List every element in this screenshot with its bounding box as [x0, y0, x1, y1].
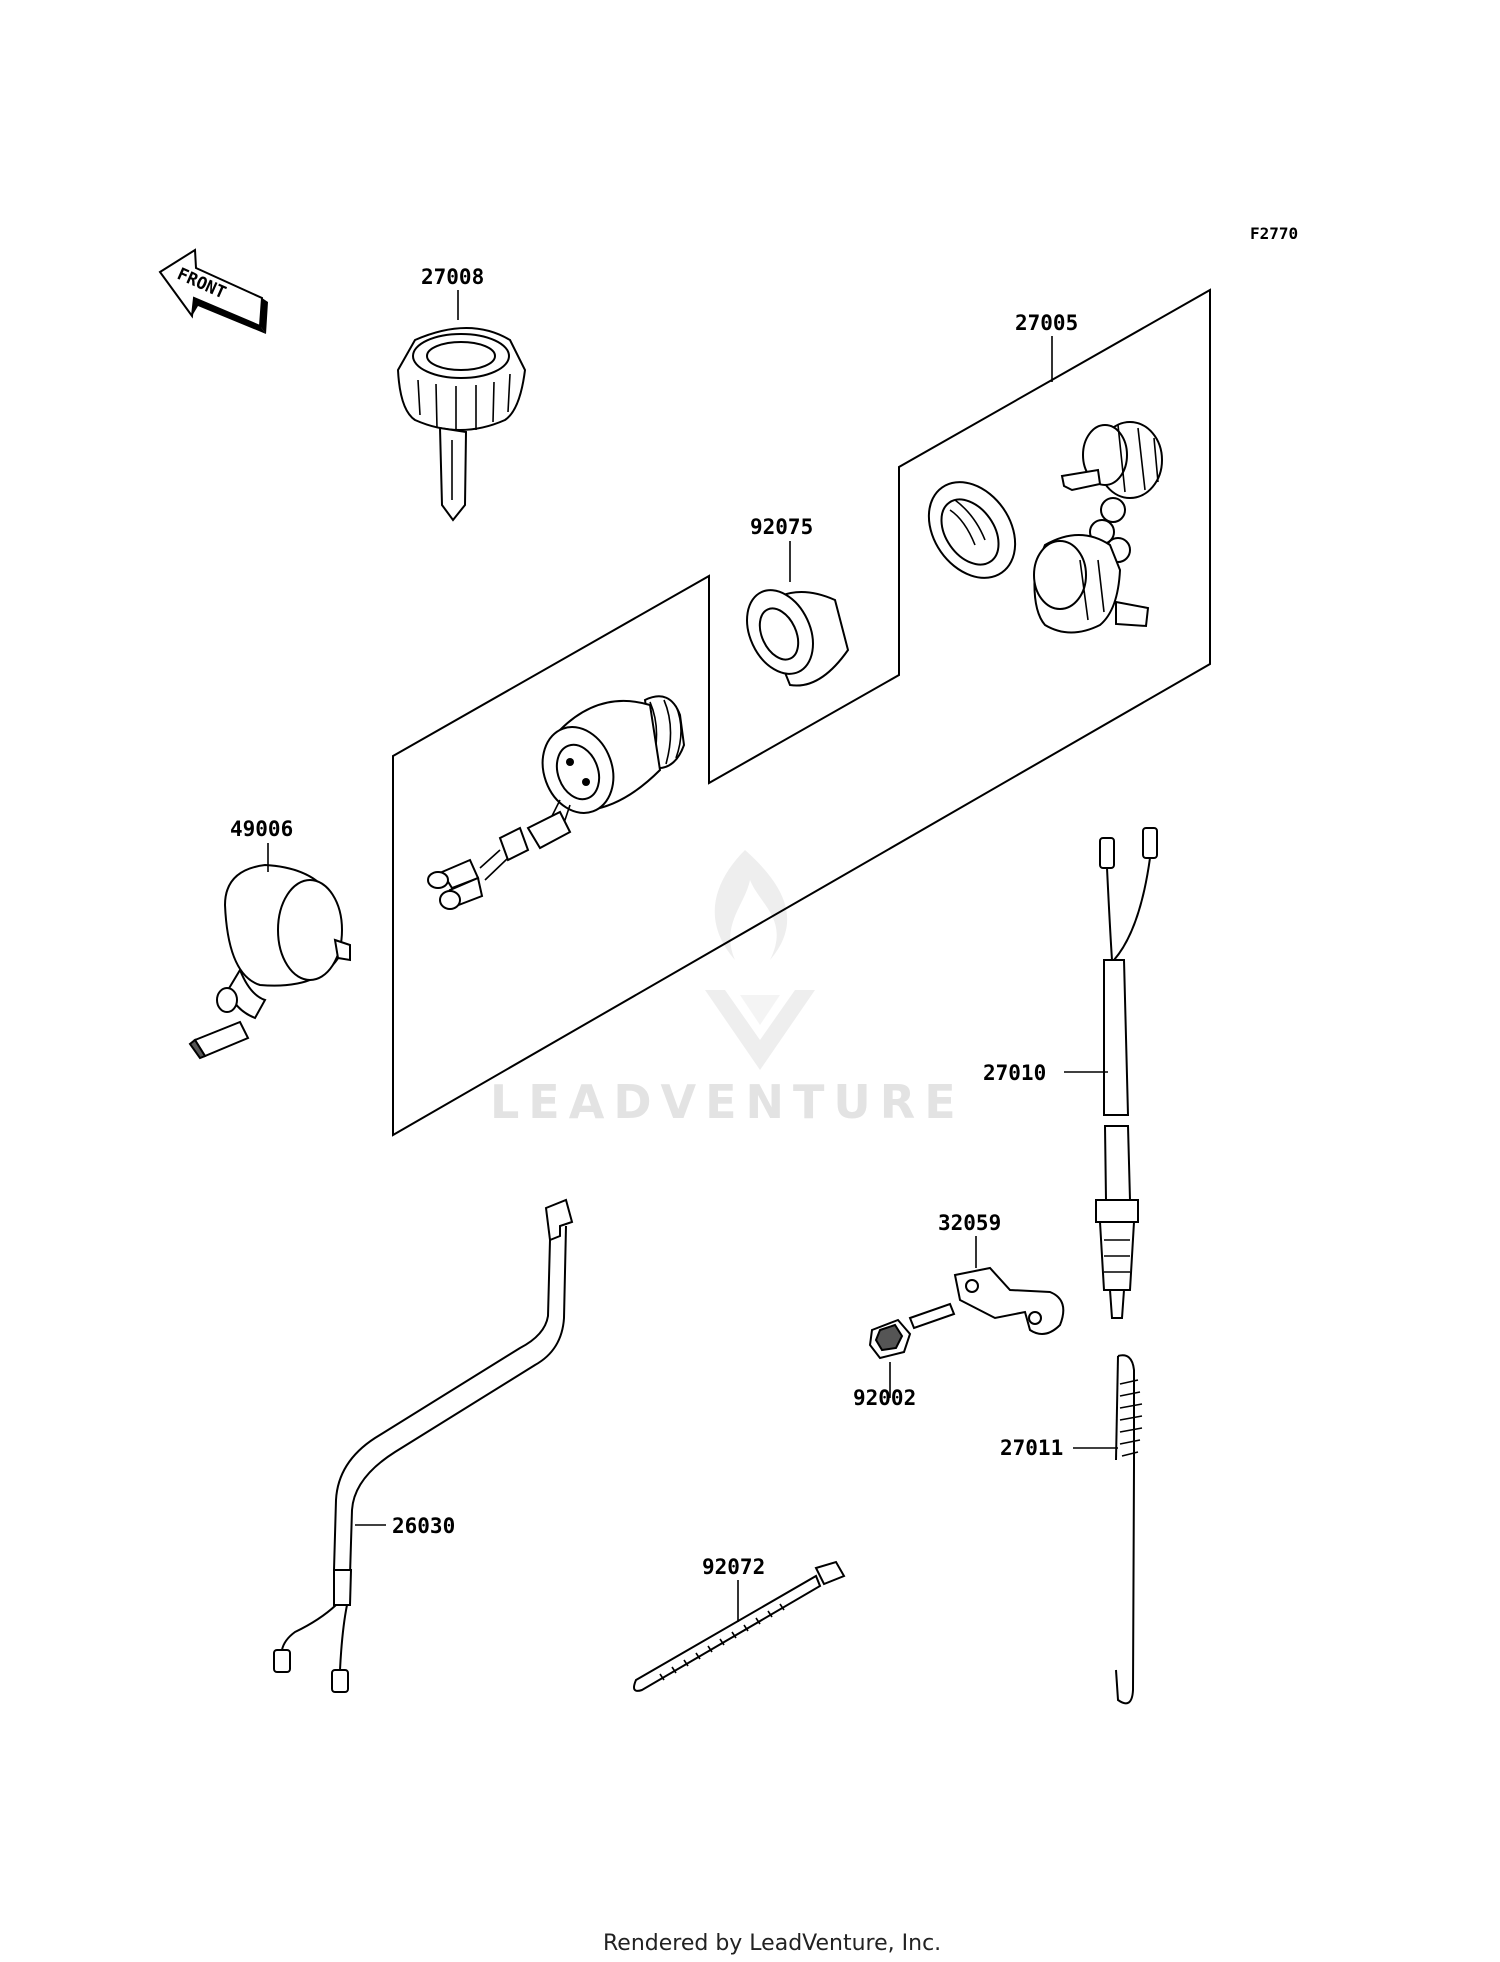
spring-27011 [1115, 1354, 1143, 1705]
part-number-27011: 27011 [1000, 1436, 1063, 1460]
key-27008 [396, 327, 527, 522]
watermark-logo [705, 850, 815, 1070]
ring-92075 [746, 589, 850, 687]
key-set [1033, 421, 1163, 634]
switch-27010 [1095, 827, 1158, 1319]
part-number-27005: 27005 [1015, 311, 1078, 335]
part-number-49006: 49006 [230, 817, 293, 841]
footer-credit: Rendered by LeadVenture, Inc. [603, 1931, 941, 1956]
part-number-32059: 32059 [938, 1211, 1001, 1235]
bracket-32059 [953, 1266, 1065, 1335]
watermark-text: LEADVENTURE [490, 1075, 965, 1129]
part-number-92072: 92072 [702, 1555, 765, 1579]
front-arrow-icon: FRONT [158, 248, 268, 334]
part-number-92002: 92002 [853, 1386, 916, 1410]
bolt-92002 [868, 1302, 956, 1360]
harness-26030 [273, 1198, 574, 1693]
part-49006 [188, 863, 351, 1060]
seal-ring [927, 481, 1017, 579]
cable-tie-92072 [633, 1560, 846, 1692]
kit-outline [392, 288, 1211, 1137]
part-number-92075: 92075 [750, 515, 813, 539]
part-number-27010: 27010 [983, 1061, 1046, 1085]
part-number-26030: 26030 [392, 1514, 455, 1538]
ignition-switch [427, 695, 686, 910]
figure-id: F2770 [1250, 224, 1298, 243]
watermark: LEADVENTURE [490, 850, 965, 1129]
part-number-27008: 27008 [421, 265, 484, 289]
